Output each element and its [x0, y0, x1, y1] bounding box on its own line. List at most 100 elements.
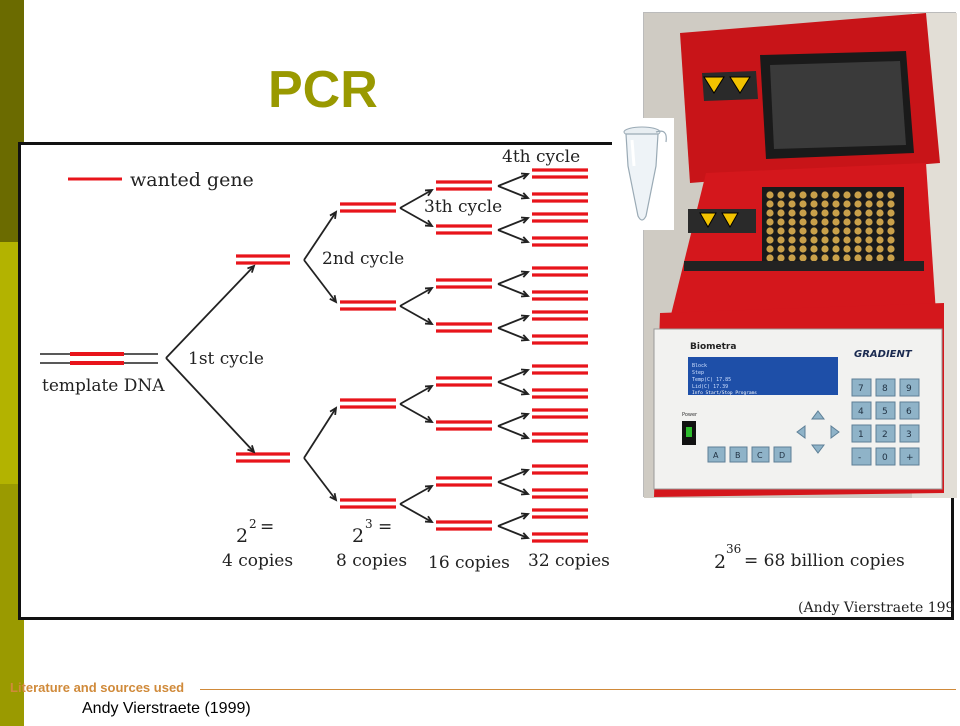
sample-well [799, 245, 807, 253]
arrow-head [520, 314, 530, 322]
sample-well [766, 191, 774, 199]
keypad-key: 3 [899, 424, 920, 443]
svg-text:2: 2 [249, 517, 257, 531]
svg-text:A: A [713, 451, 719, 460]
pcr-amplification-diagram: wanted gene template DNA 1st cycle 2nd c… [40, 147, 954, 616]
sample-well [843, 209, 851, 217]
count-2-squared: 2 2 = 4 copies [222, 517, 293, 571]
arrow-head [520, 192, 530, 200]
sample-well [876, 236, 884, 244]
sample-well [766, 200, 774, 208]
cycle-arrow [497, 271, 529, 285]
sample-well [876, 200, 884, 208]
sample-well [887, 227, 895, 235]
sample-well [777, 236, 785, 244]
sample-well [788, 227, 796, 235]
cycle-arrow [399, 189, 433, 209]
arrow-head [424, 415, 434, 424]
sample-well [799, 254, 807, 262]
arrow-head [520, 270, 530, 278]
cycle-label-1: 1st cycle [188, 349, 264, 369]
arrow-head [424, 219, 434, 228]
sample-well [777, 254, 785, 262]
lcd-screen [688, 357, 838, 395]
sample-well [865, 191, 873, 199]
arrow-head [424, 515, 434, 524]
keypad-key: 1 [851, 424, 872, 443]
sample-well [843, 245, 851, 253]
sample-well [777, 227, 785, 235]
sample-well [821, 209, 829, 217]
cycle-arrow [399, 207, 433, 227]
sample-well [876, 218, 884, 226]
sample-well [887, 209, 895, 217]
sample-well [821, 218, 829, 226]
sample-well [832, 254, 840, 262]
keypad-key: - [851, 447, 872, 466]
cycle-arrow [399, 287, 433, 307]
footer-divider [200, 689, 956, 690]
cycle-arrow [497, 369, 529, 383]
dna-strand-pairs [236, 168, 588, 543]
sample-well [788, 200, 796, 208]
slide-title: PCR [268, 61, 378, 119]
sample-well [843, 191, 851, 199]
sample-well [865, 236, 873, 244]
svg-text:C: C [757, 451, 763, 460]
count-label-4: 4 copies [222, 551, 293, 571]
sample-well [799, 209, 807, 217]
sample-well [799, 236, 807, 244]
cycle-arrow [497, 469, 529, 483]
sample-well [788, 254, 796, 262]
cycle-arrow [497, 173, 529, 187]
sample-well [766, 227, 774, 235]
function-key: C [751, 446, 770, 463]
cycle-arrow [303, 407, 337, 459]
keypad-key: 0 [875, 447, 896, 466]
diagram-credit: (Andy Vierstraete 1999) [798, 600, 954, 616]
arrow-head [520, 236, 530, 244]
arrow-head [520, 172, 530, 180]
svg-text:4: 4 [858, 407, 864, 417]
sample-well [766, 218, 774, 226]
arrow-head [520, 388, 530, 396]
microcentrifuge-tube-image [612, 118, 674, 230]
svg-text:+: + [906, 453, 914, 463]
model-logo: GRADIENT [854, 349, 913, 360]
sample-well [777, 200, 785, 208]
cycle-arrow [497, 525, 529, 539]
svg-text:= 68 billion copies: = 68 billion copies [744, 551, 905, 571]
sample-well [843, 200, 851, 208]
sample-well [777, 191, 785, 199]
template-dna-label: template DNA [42, 376, 165, 396]
svg-text:Info Start/Stop Programs: Info Start/Stop Programs [692, 390, 757, 396]
sample-well [810, 209, 818, 217]
sample-well [832, 227, 840, 235]
svg-text:Lid(C) 17.39: Lid(C) 17.39 [692, 384, 728, 390]
sample-well [854, 209, 862, 217]
sample-well [876, 191, 884, 199]
sample-well [876, 209, 884, 217]
cycle-arrow [497, 327, 529, 341]
cycle-arrow [399, 485, 433, 505]
sample-well [788, 191, 796, 199]
cycle-arrow [399, 305, 433, 325]
sample-well [832, 245, 840, 253]
cycle-arrow [497, 381, 529, 395]
tube-icon [625, 133, 659, 221]
arrow-head [520, 368, 530, 376]
cycle-arrow [497, 513, 529, 527]
sample-well [832, 218, 840, 226]
keypad-key: 9 [899, 378, 920, 397]
sample-well [843, 227, 851, 235]
sample-well [810, 218, 818, 226]
sample-well [777, 245, 785, 253]
sample-well [832, 200, 840, 208]
svg-text:2: 2 [236, 525, 248, 547]
svg-text:=: = [378, 517, 392, 537]
svg-text:Power: Power [682, 412, 698, 418]
svg-text:Step: Step [692, 370, 704, 376]
cycle-arrow [497, 481, 529, 495]
arrow-head [329, 406, 338, 416]
